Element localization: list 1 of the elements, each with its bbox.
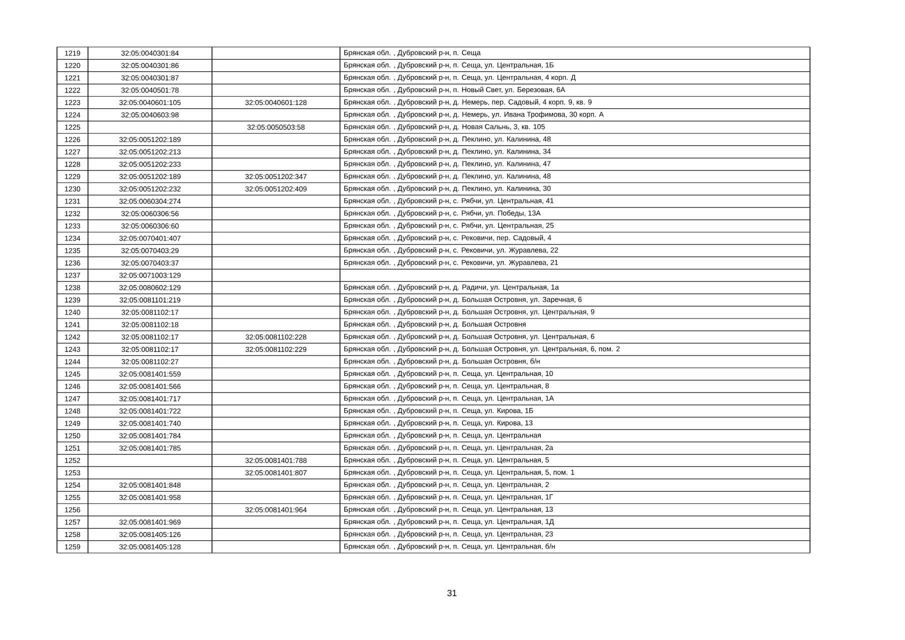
page-number: 31	[447, 590, 457, 596]
